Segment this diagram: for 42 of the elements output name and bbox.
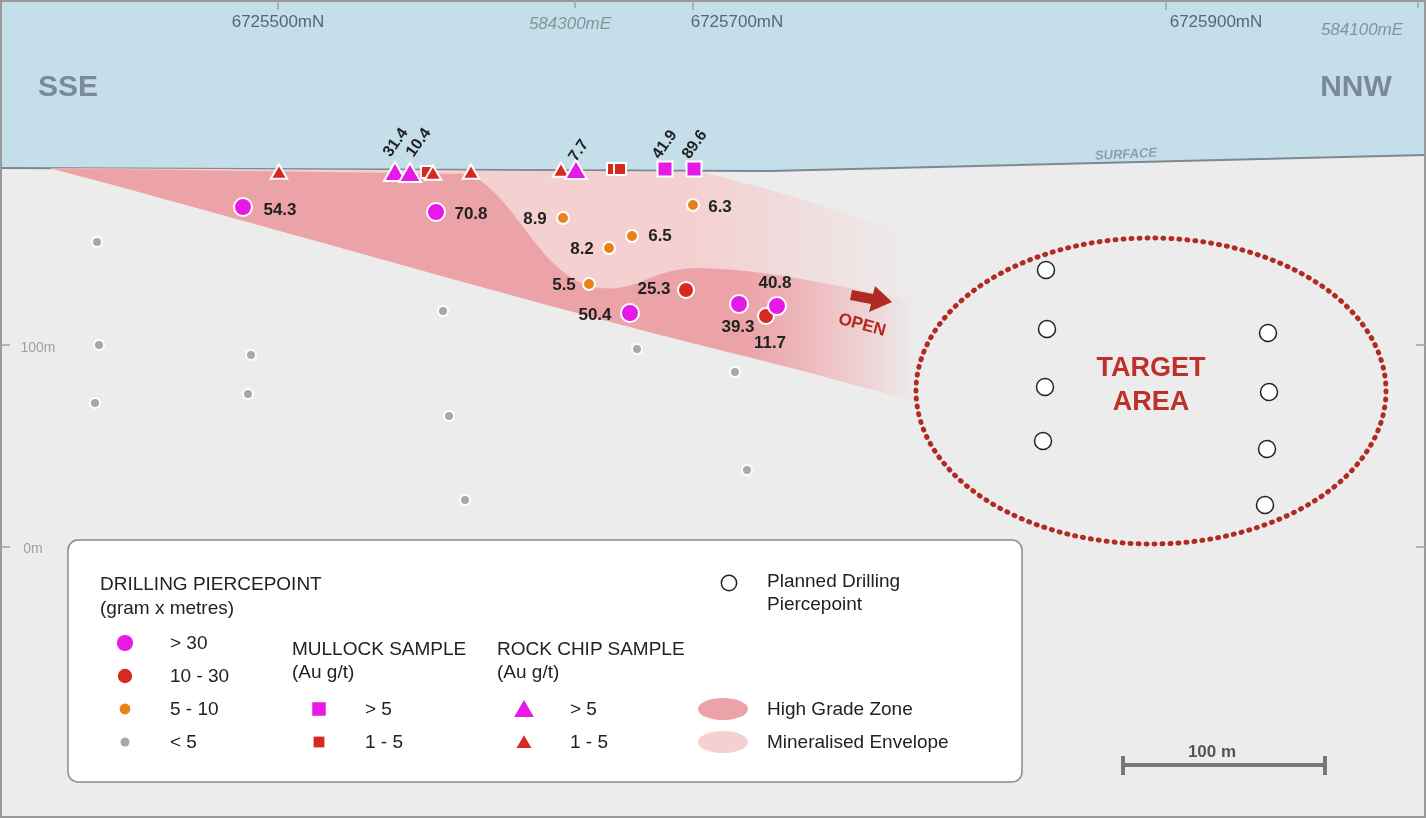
grid-coordinate-label: 6725700mN [690, 11, 784, 33]
grid-coordinate-label: 6725500mN [231, 11, 325, 33]
drill-value: 50.4 [578, 304, 612, 326]
drill-value: 8.9 [523, 208, 547, 230]
direction-label: NNW [1320, 68, 1392, 104]
legend-heading: ROCK CHIP SAMPLE (Au g/t) [497, 638, 686, 684]
drill-value: 70.8 [454, 203, 488, 225]
area-label: TARGET AREA [1095, 351, 1207, 418]
legend-text: > 30 [170, 631, 208, 655]
elevation-label: 100m [20, 338, 56, 356]
legend-heading: MULLOCK SAMPLE (Au g/t) [292, 638, 468, 684]
legend-heading: DRILLING PIERCEPOINT [100, 572, 322, 596]
drill-value: 8.2 [570, 238, 594, 260]
drill-value: 6.3 [708, 196, 732, 218]
legend-text: < 5 [170, 730, 197, 754]
grid-coordinate-label: 6725900mN [1169, 11, 1263, 33]
drill-value: 25.3 [637, 278, 671, 300]
legend-text: Planned Drilling Piercepoint [767, 570, 902, 616]
legend-text: 1 - 5 [365, 730, 404, 754]
legend-subheading: (gram x metres) [100, 596, 235, 620]
open-label: OPEN [836, 308, 888, 342]
target-area-ellipse [913, 235, 1389, 547]
legend-text: 5 - 10 [170, 697, 219, 721]
direction-label: SSE [38, 68, 98, 104]
drill-value: 40.8 [758, 272, 792, 294]
grid-coordinate-label: 584100mE [1320, 19, 1404, 41]
grid-coordinate-label: 584300mE [528, 13, 612, 35]
drill-value: 6.5 [648, 225, 672, 247]
surface-label: SURFACE [1094, 144, 1158, 164]
scale-label: 100 m [1187, 741, 1237, 763]
legend-text: > 5 [365, 697, 392, 721]
legend-text: 10 - 30 [170, 664, 230, 688]
legend-text: High Grade Zone [767, 697, 913, 721]
drill-value: 39.3 [721, 316, 755, 338]
legend-text: 1 - 5 [570, 730, 609, 754]
elevation-label: 0m [23, 539, 43, 557]
drill-value: 54.3 [263, 199, 297, 221]
drill-value: 11.7 [753, 332, 787, 354]
sample-value: 7.7 [563, 135, 593, 165]
drill-value: 5.5 [552, 274, 576, 296]
legend-text: Mineralised Envelope [767, 730, 949, 754]
legend-text: > 5 [570, 697, 597, 721]
